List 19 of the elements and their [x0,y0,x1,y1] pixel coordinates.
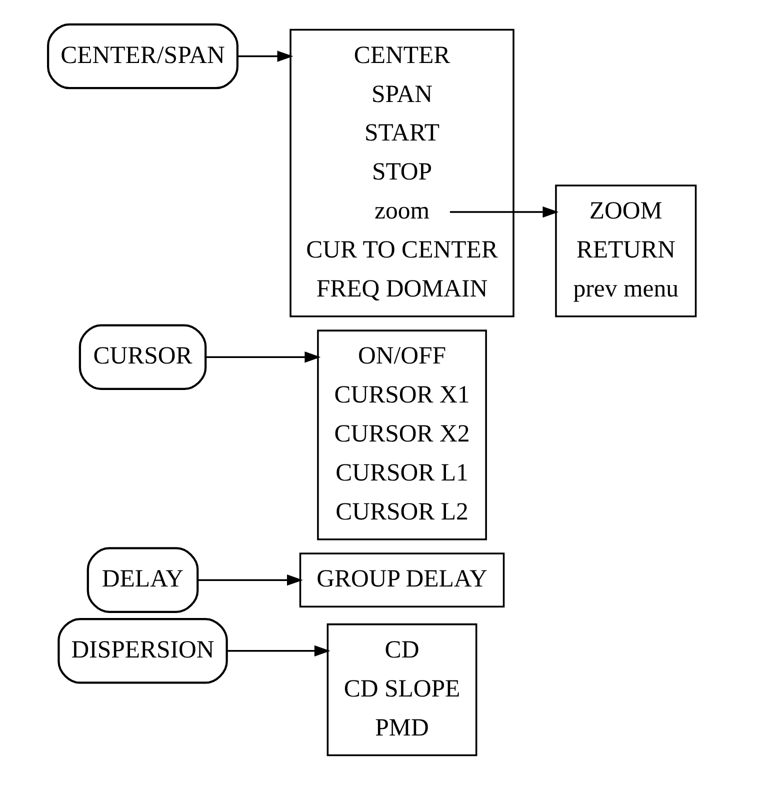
node-text: SPAN [371,80,433,108]
node-text: ZOOM [589,198,662,225]
node-text: RETURN [576,236,676,264]
node-text: CURSOR X1 [334,382,470,409]
node-text: GROUP DELAY [316,566,488,593]
node-text: CURSOR L2 [336,498,468,526]
node-text: FREQ DOMAIN [316,275,488,302]
node-text: prev menu [573,275,678,302]
node-text: zoom [374,198,430,225]
node-text: START [364,120,440,147]
node-text: CURSOR X2 [334,420,470,448]
node-text: PMD [375,714,429,742]
node-text: STOP [372,158,432,186]
node-text: CENTER [354,42,450,69]
node-text: CURSOR L1 [336,459,468,486]
node-text: CUR TO CENTER [306,236,498,264]
node-text: CD SLOPE [344,675,460,702]
node-text: CD [384,636,420,664]
node-text: ON/OFF [358,342,446,370]
